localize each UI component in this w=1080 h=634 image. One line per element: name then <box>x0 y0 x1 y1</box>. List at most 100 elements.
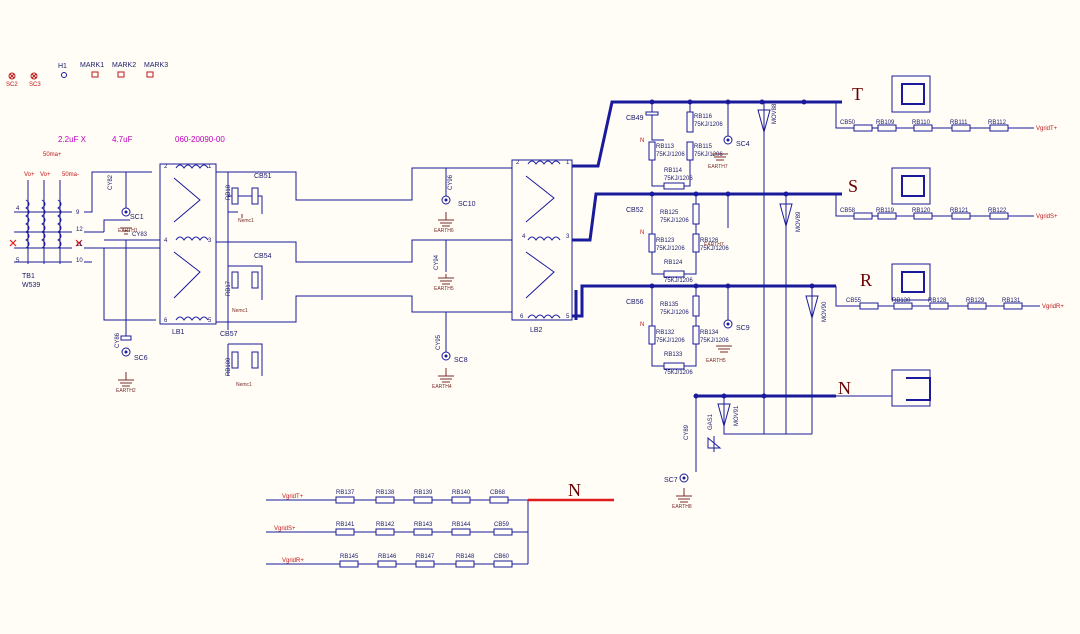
rb134-value: 75KJ/1206 <box>700 338 729 344</box>
lb2-label: LB2 <box>530 327 543 334</box>
cb52-label: CB52 <box>626 207 644 214</box>
cb56-label: CB56 <box>626 299 644 306</box>
lb1-pin-2: 2 <box>164 164 168 170</box>
cy83-label: CY83 <box>132 232 148 238</box>
rb138-label: RB138 <box>376 490 395 496</box>
rb144-label: RB144 <box>452 522 471 528</box>
part-number-label: 060-20090-00 <box>175 135 225 144</box>
rb126-value: 75KJ/1206 <box>700 246 729 252</box>
cy95-label: CY95 <box>436 334 442 350</box>
rb142-label: RB142 <box>376 522 395 528</box>
cb49-label: CB49 <box>626 115 644 122</box>
sc2-label: SC2 <box>6 82 18 88</box>
vgrid-t-label: VgridT+ <box>1036 126 1058 132</box>
sc9-label: SC9 <box>736 325 750 332</box>
rb131-label: RB131 <box>1002 298 1021 304</box>
sc7-label: SC7 <box>664 477 678 484</box>
terminal-block-tb1: Vo+ Vo+ 50ma+ 50ma- TB1 W539 9 12 11 10 … <box>9 152 83 289</box>
right-mid-block: SC10 CY96 EARTH6 CY94 EARTH5 SC8 CY95 EA… <box>432 159 573 390</box>
rb100-label: RB100 <box>226 357 232 376</box>
earth5-r-label: EARTH5 <box>706 358 726 364</box>
phase-s-label: S <box>848 176 858 196</box>
mark2-label: MARK2 <box>112 62 136 69</box>
cy89-label: CY89 <box>684 424 690 440</box>
rb139-label: RB139 <box>414 490 433 496</box>
rb113-value: 75KJ/1206 <box>656 152 685 158</box>
rb120-label: RB120 <box>912 208 931 214</box>
rb133-value: 75KJ/1206 <box>664 370 693 376</box>
cy82-label: CY82 <box>108 174 114 190</box>
lb1-pin-1: 1 <box>208 164 212 170</box>
rb123-value: 75KJ/1206 <box>656 246 685 252</box>
bottom-vgrid-s-label: VgridS+ <box>274 526 296 532</box>
lb2-pin-3: 3 <box>566 234 570 240</box>
mark3-label: MARK3 <box>144 62 168 69</box>
earth8-label: EARTH8 <box>672 504 692 510</box>
mov91-label: MOV91 <box>734 405 740 426</box>
lb2-pin-2: 2 <box>516 160 520 166</box>
phase-t-label: T <box>852 84 863 104</box>
cb57-label: CB57 <box>220 331 238 338</box>
rb146-label: RB146 <box>378 554 397 560</box>
sc4-label: SC4 <box>736 141 750 148</box>
cy96-label: CY96 <box>448 174 454 190</box>
cb54-label: CB54 <box>254 253 272 260</box>
cb68-label: CB68 <box>490 490 506 496</box>
rb145-label: RB145 <box>340 554 359 560</box>
rb132-value: 75KJ/1206 <box>656 338 685 344</box>
mov89-label: MOV89 <box>796 211 802 232</box>
phase-r-label: R <box>860 270 872 290</box>
cy94-label: CY94 <box>434 254 440 270</box>
cb51-label: CB51 <box>254 173 272 180</box>
rb109-label: RB109 <box>876 120 895 126</box>
main-buses <box>572 99 842 435</box>
earth7-t-label: EARTH7 <box>708 164 728 170</box>
phase-n-label: N <box>838 378 851 398</box>
rb119-label: RB119 <box>876 208 895 214</box>
lb2-pin-4: 4 <box>522 234 526 240</box>
h1-label: H1 <box>58 63 67 70</box>
lb1-pin-6: 6 <box>164 318 168 324</box>
rb128-label: RB128 <box>928 298 947 304</box>
rb133-label: RB133 <box>664 352 683 358</box>
rb147-label: RB147 <box>416 554 435 560</box>
rb18-label: RB18 <box>226 184 232 200</box>
pin-5: 5 <box>16 258 20 264</box>
cy86-label: CY86 <box>115 332 121 348</box>
lb1-label: LB1 <box>172 329 185 336</box>
rb112-label: RB112 <box>988 120 1007 126</box>
s-n-label: N <box>640 230 644 236</box>
rb135-label: RB135 <box>660 302 679 308</box>
ma-plus-label: 50ma+ <box>43 152 62 158</box>
bottom-n-label: N <box>568 480 581 500</box>
r-n-label: N <box>640 322 644 328</box>
pin-11: 11 <box>76 242 83 248</box>
lb1-pin-3: 3 <box>208 238 212 244</box>
mov88-label: MOV88 <box>772 103 778 124</box>
lb2-pin-5: 5 <box>566 314 570 320</box>
vo-plus-label: Vo+ <box>24 172 35 178</box>
rb125-value: 75KJ/1206 <box>660 218 689 224</box>
top-markers: SC2 SC3 H1 MARK1 MARK2 MARK3 <box>6 62 168 88</box>
rb124-label: RB124 <box>664 260 683 266</box>
sc6-label: SC6 <box>134 355 148 362</box>
pin-12: 12 <box>76 227 83 233</box>
rb124-value: 75KJ/1206 <box>664 278 693 284</box>
cb58-label: CB58 <box>840 208 856 214</box>
rb116-label: RB116 <box>694 114 713 120</box>
vgrid-r-label: VgridR+ <box>1042 304 1064 310</box>
rb122-label: RB122 <box>988 208 1007 214</box>
rb140-label: RB140 <box>452 490 471 496</box>
earth2-label: EARTH2 <box>116 388 136 394</box>
pin-9: 9 <box>76 210 80 216</box>
lb1-pin-4: 4 <box>164 238 168 244</box>
bottom-vgrid-t-label: VgridT+ <box>282 494 304 500</box>
vi-plus-label: Vo+ <box>40 172 51 178</box>
rb125-label: RB125 <box>660 210 679 216</box>
pin-10: 10 <box>76 258 83 264</box>
lb2-pin-1: 1 <box>566 160 570 166</box>
w539-label: W539 <box>22 282 40 289</box>
